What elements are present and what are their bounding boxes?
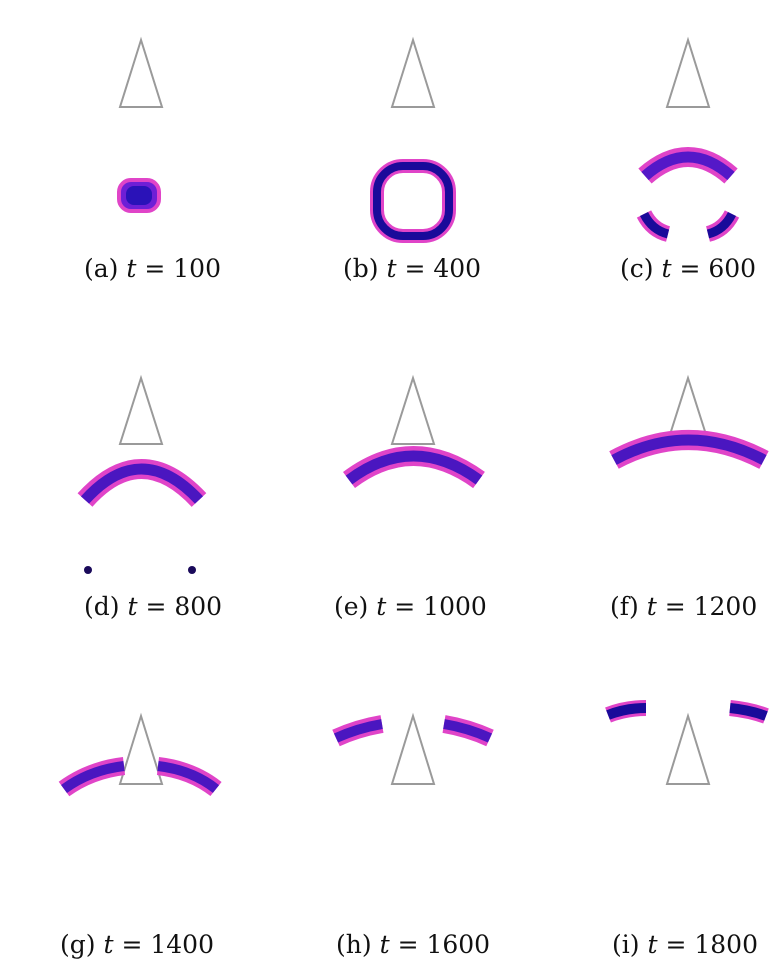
caption-c: (c) t = 600	[620, 256, 756, 281]
arc-core	[80, 463, 204, 504]
panel-b-graphic	[370, 36, 456, 243]
arc-core	[345, 450, 483, 485]
droplet-right	[188, 566, 196, 574]
arc-left-core	[606, 703, 647, 720]
caption-variable: t	[103, 930, 114, 959]
caption-variable: t	[661, 254, 672, 283]
caption-value: 1800	[694, 930, 758, 959]
obstacle-triangle	[390, 36, 436, 108]
caption-equals: =	[397, 930, 419, 959]
arc-left-core	[333, 719, 383, 743]
caption-value: 1600	[426, 930, 491, 959]
arc-right-core	[157, 761, 220, 793]
caption-e: (e) t = 1000	[334, 594, 487, 619]
obstacle-triangle	[118, 36, 164, 108]
caption-variable: t	[376, 592, 387, 621]
caption-value: 1400	[150, 930, 214, 959]
arc-right-core	[729, 703, 768, 721]
caption-variable: t	[646, 592, 657, 621]
caption-value: 1200	[693, 592, 758, 621]
caption-label: (d)	[84, 592, 120, 621]
obstacle-triangle	[665, 712, 711, 785]
droplet-left	[84, 566, 92, 574]
caption-equals: =	[145, 592, 167, 621]
caption-value: 800	[174, 592, 223, 621]
caption-variable: t	[647, 930, 658, 959]
panel-a-graphic	[117, 36, 164, 213]
caption-label: (h)	[336, 930, 372, 959]
caption-variable: t	[126, 254, 137, 283]
caption-value: 1000	[423, 592, 487, 621]
arc-left-core	[61, 761, 125, 794]
obstacle-triangle	[390, 712, 436, 785]
caption-h: (h) t = 1600	[336, 932, 490, 957]
caption-label: (f)	[610, 592, 639, 621]
caption-equals: =	[144, 254, 166, 283]
caption-i: (i) t = 1800	[612, 932, 758, 957]
obstacle-triangle	[665, 36, 711, 108]
caption-label: (a)	[84, 254, 119, 283]
caption-equals: =	[394, 592, 416, 621]
panel-d-graphic	[77, 374, 207, 574]
caption-variable: t	[379, 930, 390, 959]
arc-right-core	[443, 719, 493, 743]
caption-value: 400	[433, 254, 482, 283]
caption-label: (g)	[60, 930, 96, 959]
obstacle-triangle	[390, 374, 436, 445]
caption-d: (d) t = 800	[84, 594, 222, 619]
caption-variable: t	[127, 592, 138, 621]
caption-label: (b)	[343, 254, 379, 283]
arc-core	[611, 434, 767, 465]
caption-equals: =	[404, 254, 426, 283]
panel-e-graphic	[343, 374, 485, 489]
blob-core	[126, 186, 152, 205]
caption-equals: =	[664, 592, 686, 621]
caption-equals: =	[679, 254, 701, 283]
arc-lower-right-core	[706, 211, 737, 239]
panel-g-graphic	[58, 712, 222, 797]
caption-equals: =	[121, 930, 143, 959]
caption-b: (b) t = 400	[343, 256, 481, 281]
panel-c-graphic	[636, 36, 740, 242]
ring-blob-core	[373, 162, 453, 240]
caption-f: (f) t = 1200	[610, 594, 757, 619]
caption-equals: =	[665, 930, 687, 959]
caption-label: (i)	[612, 930, 640, 959]
caption-label: (e)	[334, 592, 369, 621]
caption-value: 600	[708, 254, 757, 283]
caption-a: (a) t = 100	[84, 256, 221, 281]
arc-upper-core	[641, 151, 735, 181]
caption-variable: t	[386, 254, 397, 283]
panel-f-graphic	[609, 374, 769, 469]
caption-g: (g) t = 1400	[60, 932, 214, 957]
caption-label: (c)	[620, 254, 654, 283]
arc-lower-left-core	[639, 211, 670, 239]
obstacle-triangle	[118, 712, 164, 785]
caption-value: 100	[173, 254, 221, 283]
obstacle-triangle	[118, 374, 164, 445]
